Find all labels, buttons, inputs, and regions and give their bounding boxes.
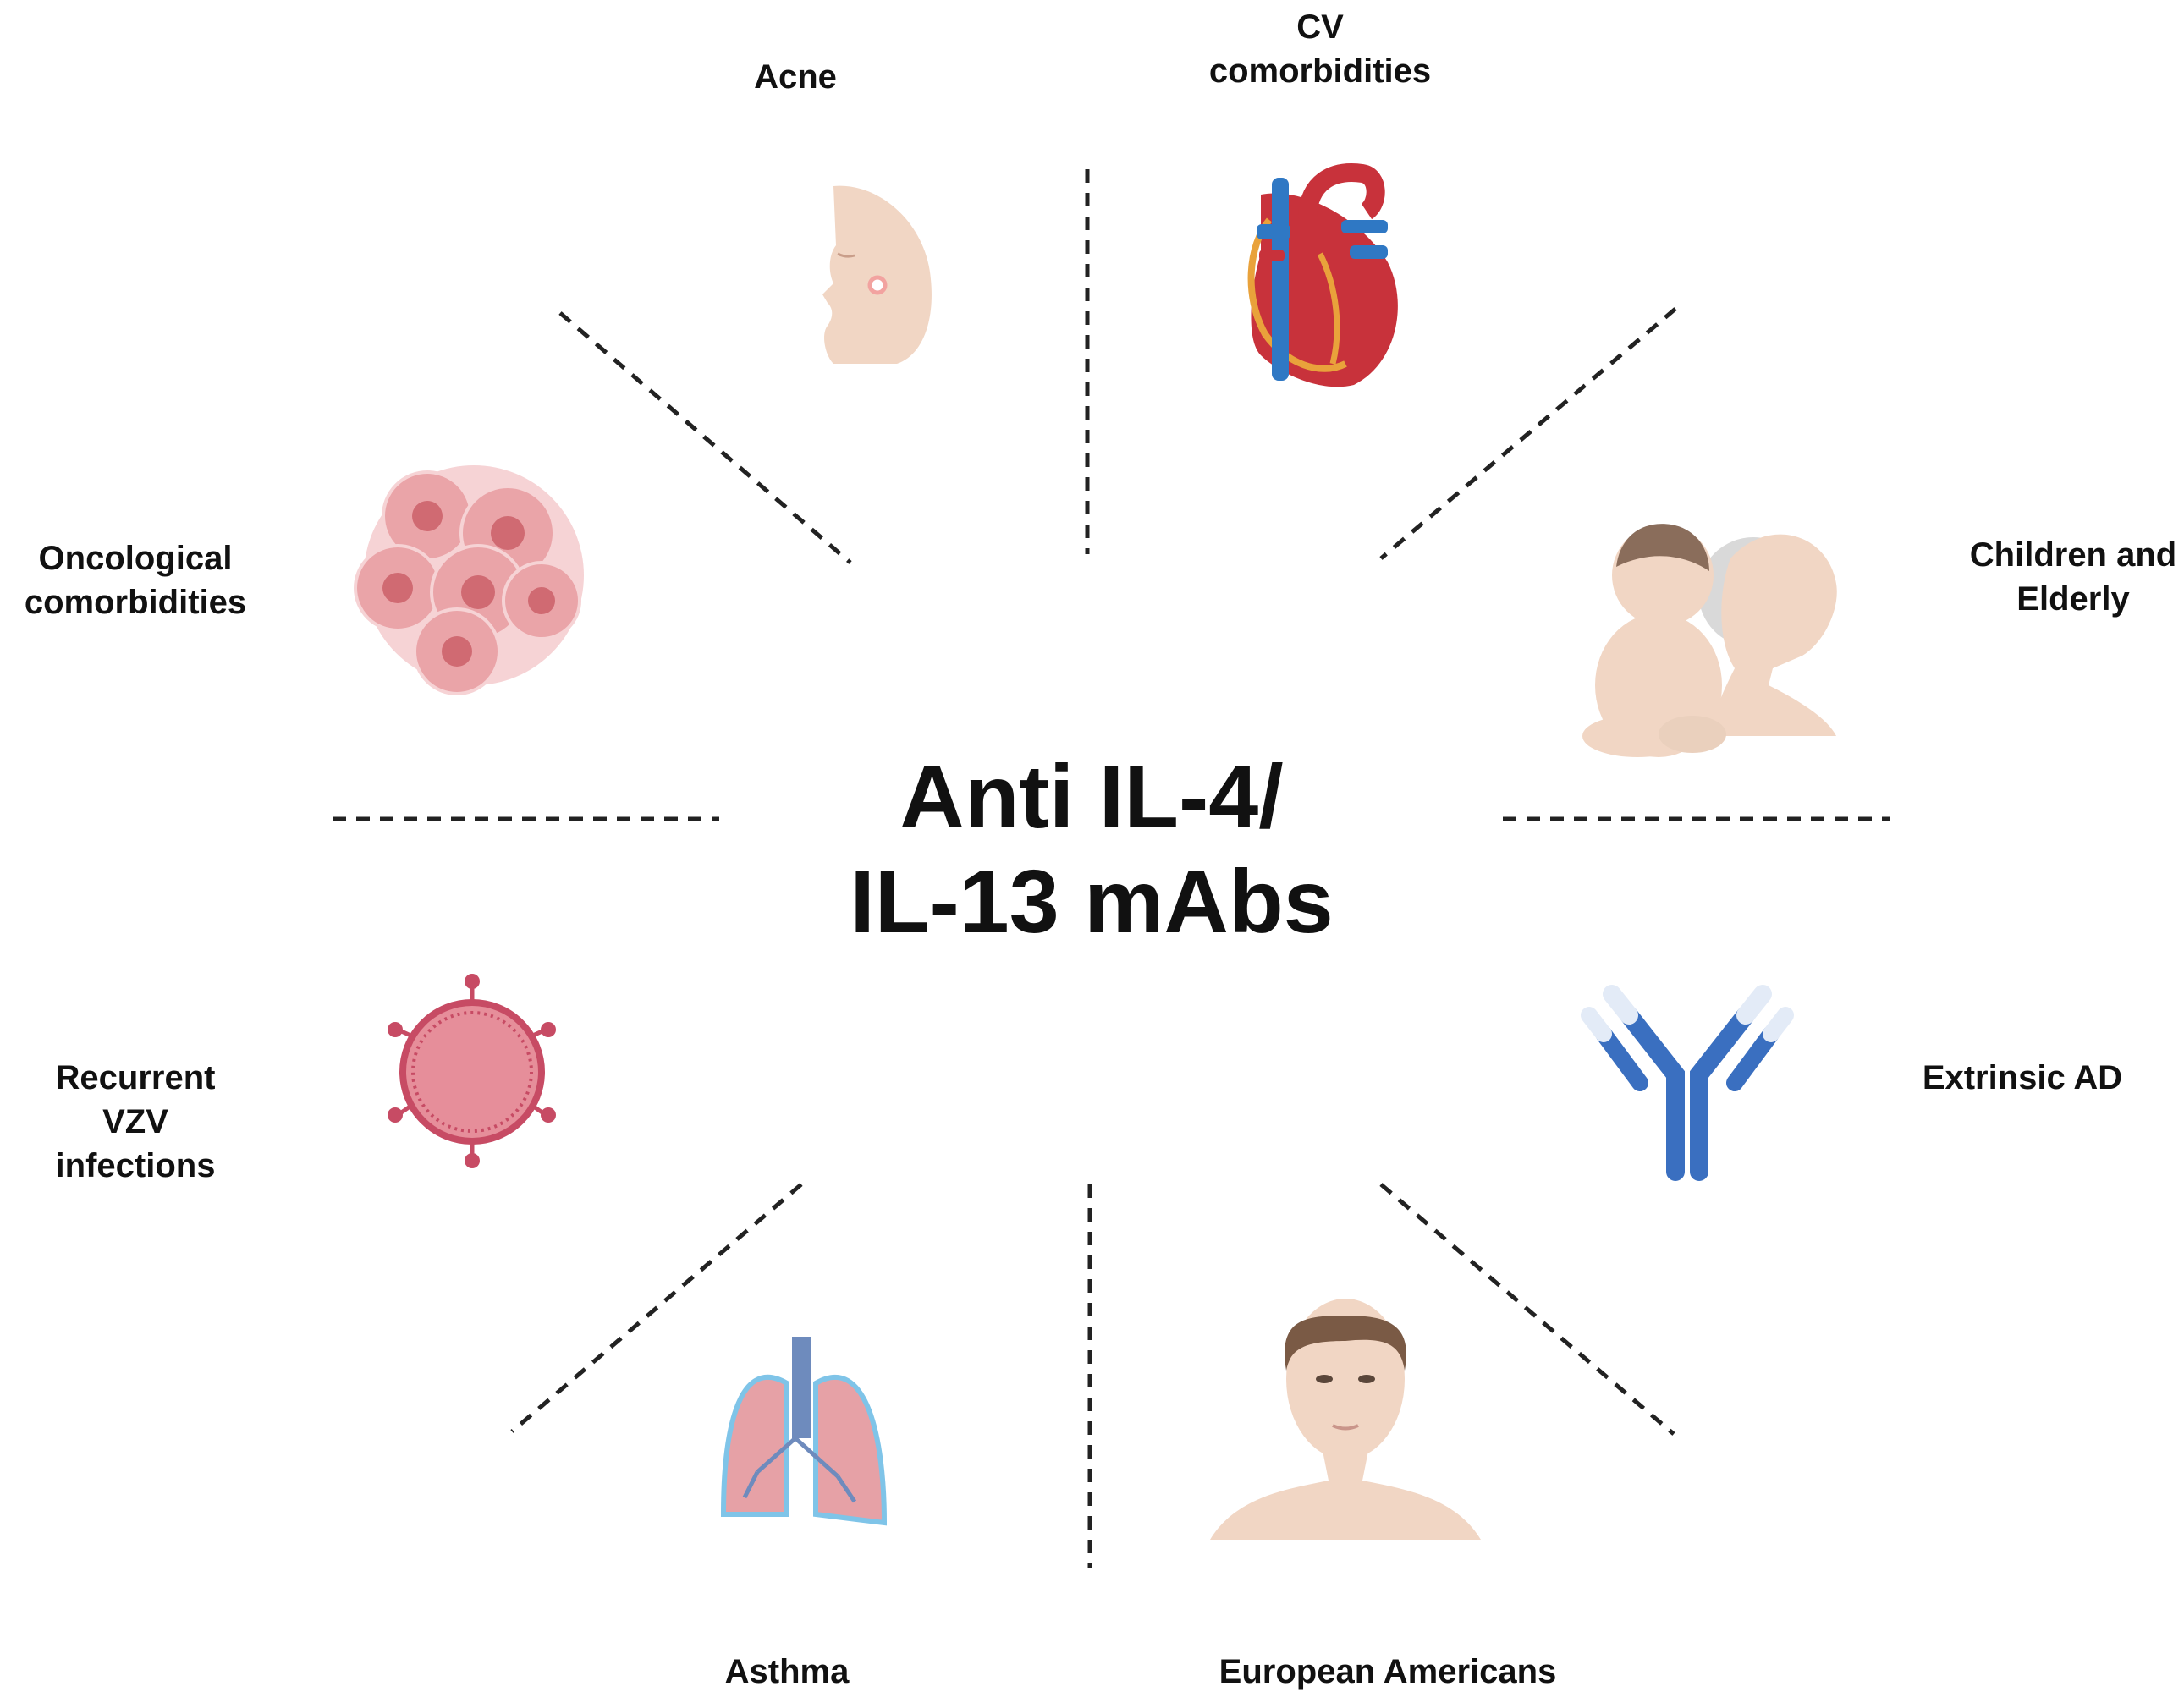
label-asthma: Asthma — [724, 1653, 850, 1690]
cancer-cells-icon — [354, 465, 584, 695]
heart-icon — [1247, 163, 1398, 387]
divider-line-top-left — [558, 311, 852, 564]
center-title-line2: IL-13 mAbs — [850, 852, 1334, 952]
label-children-elderly: Children and Elderly — [1969, 536, 2177, 618]
center-title-line1: Anti IL-4/ — [899, 747, 1284, 847]
divider-line-top-right — [1379, 307, 1677, 560]
divider-line-bottom-left — [510, 1183, 803, 1433]
antibody-icon — [1581, 985, 1794, 1181]
label-european-americans: European Americans — [1219, 1653, 1557, 1690]
label-extrinsic-ad: Extrinsic AD — [1922, 1059, 2123, 1096]
divider-line-bottom-right — [1379, 1183, 1675, 1436]
label-oncological-comorbidities: Oncological comorbidities — [24, 540, 247, 621]
baby-elderly-icon — [1582, 524, 1837, 757]
man-portrait-icon — [1210, 1299, 1481, 1540]
label-recurrent-vzv: Recurrent VZV infections — [55, 1059, 216, 1184]
label-cv-comorbidities: CV comorbidities — [1208, 8, 1432, 90]
lungs-icon — [720, 1337, 888, 1526]
virus-icon — [388, 974, 556, 1168]
center-title: Anti IL-4/ IL-13 mAbs — [753, 744, 1430, 954]
face-acne-icon — [822, 185, 932, 364]
label-acne: Acne — [754, 58, 837, 96]
